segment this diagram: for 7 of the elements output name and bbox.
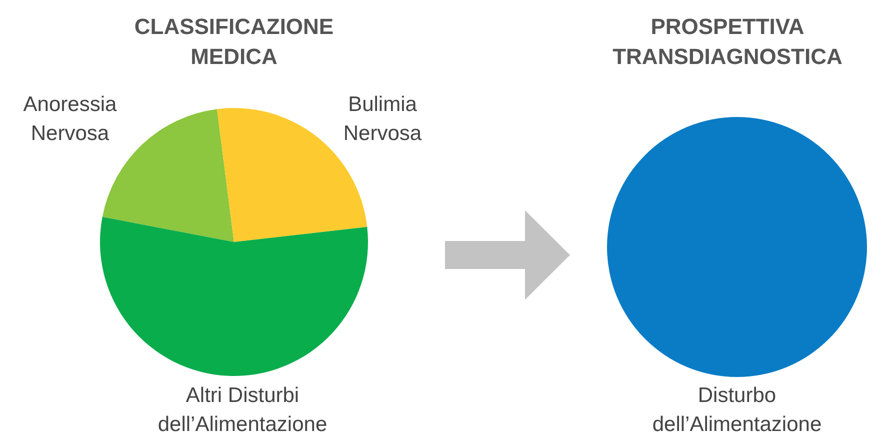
slice-label: Bulimia Nervosa [342,92,423,147]
heading: PROSPETTIVA TRANSDIAGNOSTICA [612,13,844,71]
heading: CLASSIFICAZIONE MEDICA [133,13,335,71]
block-arrow [445,210,570,300]
slice-label: Altri Disturbi dell’Alimentazione [156,383,328,438]
slice-label: Disturbo dell’Alimentazione [651,383,823,438]
slice-label: Anoressia Nervosa [22,92,118,147]
